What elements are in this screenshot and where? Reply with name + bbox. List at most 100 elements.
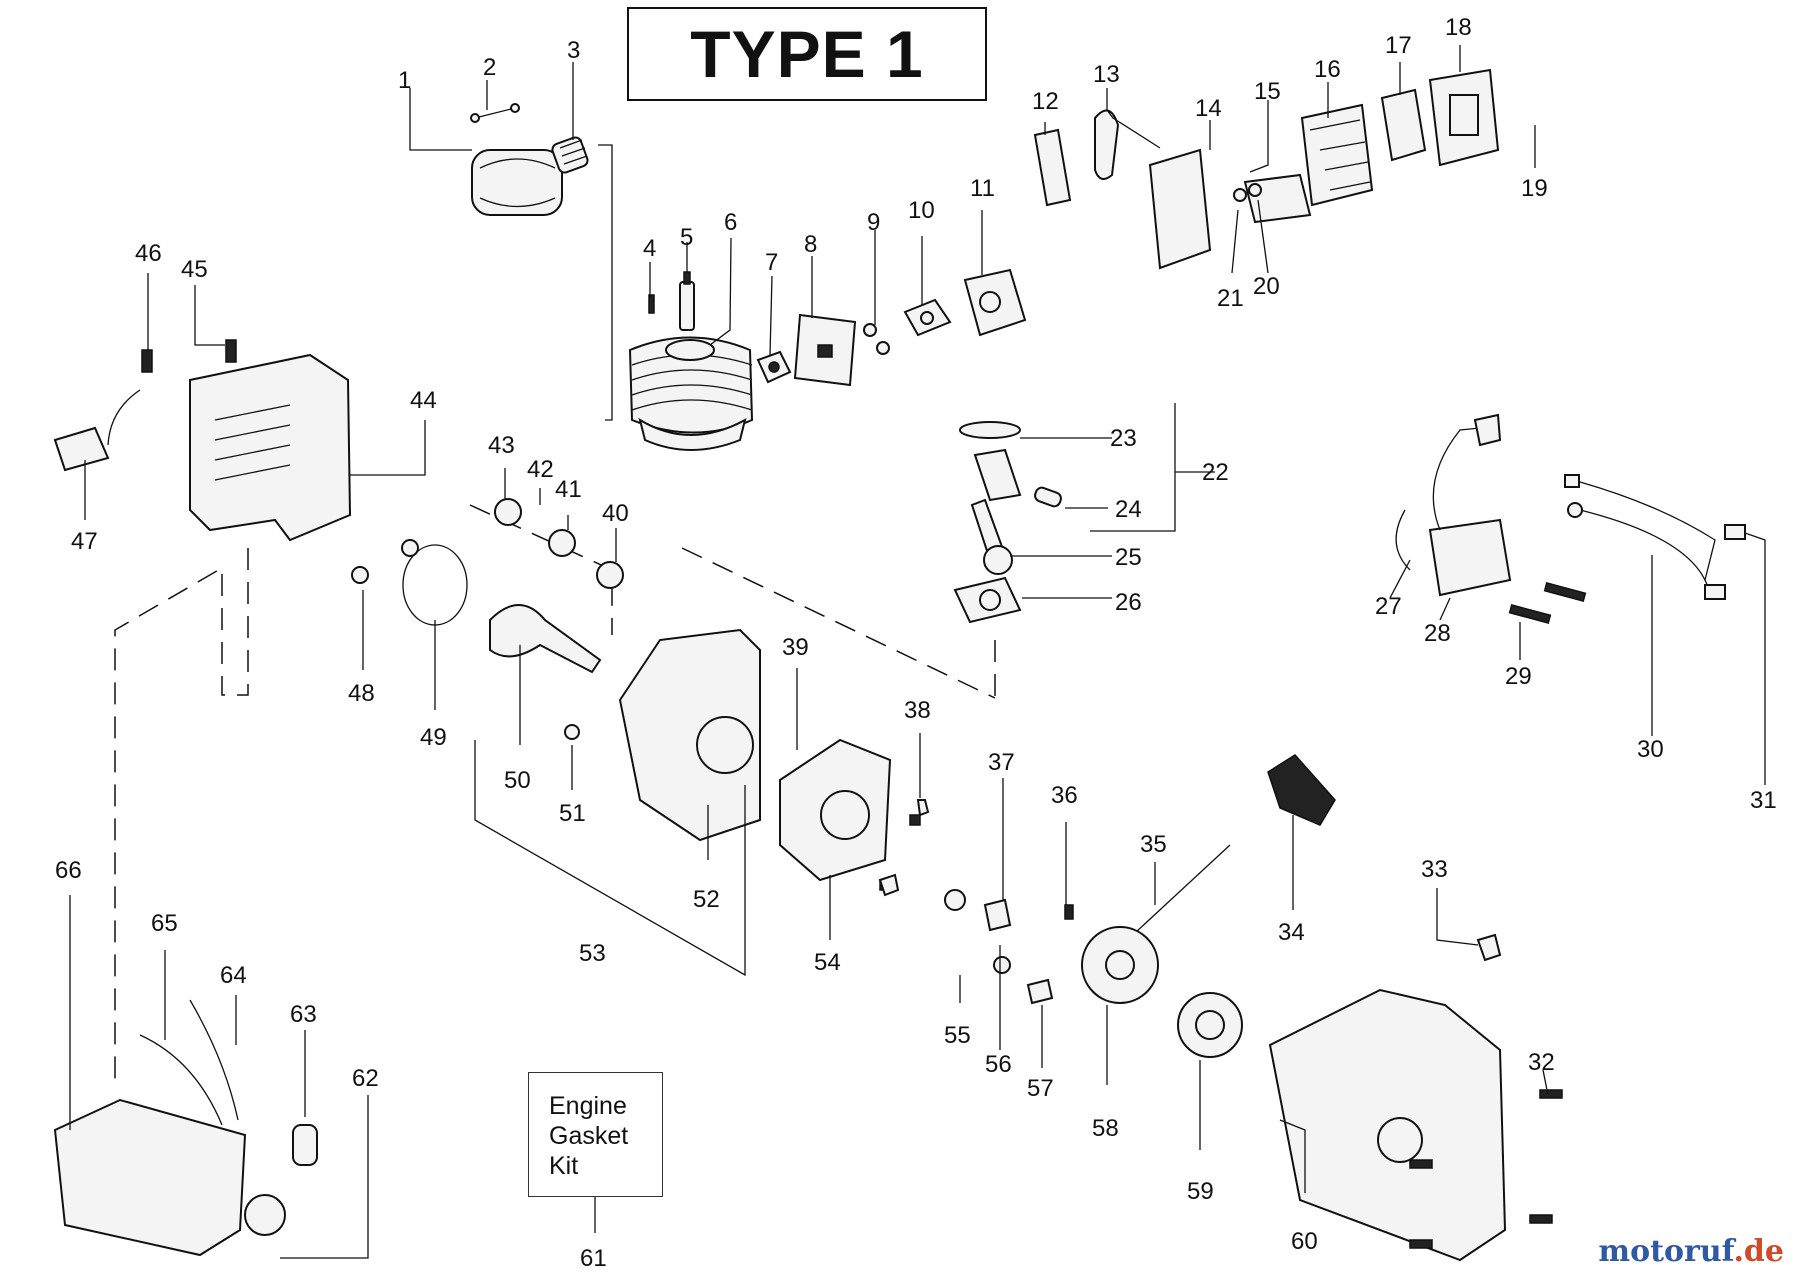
callout-54: 54 [814,949,841,976]
callout-24: 24 [1115,496,1142,523]
callout-22: 22 [1202,459,1229,486]
callout-19: 19 [1521,175,1548,202]
callout-5: 5 [680,224,693,251]
callout-25: 25 [1115,544,1142,571]
callout-53: 53 [579,940,606,967]
callout-10: 10 [908,197,935,224]
callout-17: 17 [1385,32,1412,59]
callout-23: 23 [1110,425,1137,452]
callout-6: 6 [724,209,737,236]
part-gasket-7 [756,350,792,384]
callout-50: 50 [504,767,531,794]
part-spark-screen [551,136,589,174]
callout-61: 61 [580,1245,607,1272]
watermark-suffix: .de [1733,1234,1784,1269]
kit-line-2: Gasket [549,1122,629,1150]
part-piston-assembly [953,421,1062,624]
callout-34: 34 [1278,919,1305,946]
part-wires [1564,474,1746,600]
callout-46: 46 [135,240,162,267]
callout-9: 9 [867,209,880,236]
part-crankcase [564,628,761,842]
part-spark-plug [679,271,695,331]
callout-42: 42 [527,456,554,483]
callout-4: 4 [643,235,656,262]
callout-48: 48 [348,680,375,707]
watermark-main: motoruf [1598,1234,1734,1269]
callout-31: 31 [1750,787,1777,814]
part-bearings [351,498,624,626]
part-screw-4 [648,294,655,314]
part-ignition-module [1395,413,1587,624]
part-gasket-10 [903,298,952,337]
callout-35: 35 [1140,831,1167,858]
callout-28: 28 [1424,620,1451,647]
callout-30: 30 [1637,736,1664,763]
callout-20: 20 [1253,273,1280,300]
callout-26: 26 [1115,589,1142,616]
callout-47: 47 [71,528,98,555]
callout-29: 29 [1505,663,1532,690]
callout-57: 57 [1027,1075,1054,1102]
callout-12: 12 [1032,88,1059,115]
part-muffler [471,149,563,216]
part-crankshaft [489,604,602,674]
part-carburetor [963,268,1027,337]
callout-52: 52 [693,886,720,913]
callout-49: 49 [420,724,447,751]
callout-64: 64 [220,962,247,989]
watermark-logo: motoruf.de [1598,1234,1784,1269]
leader-lines [69,45,1766,1259]
assembly-guides [114,144,996,1085]
callout-15: 15 [1254,78,1281,105]
engine-gasket-kit-box: Engine Gasket Kit [528,1072,663,1197]
callout-40: 40 [602,500,629,527]
callout-11: 11 [970,175,995,202]
callout-66: 66 [55,857,82,884]
part-spring-clip [470,103,520,123]
callout-18: 18 [1445,14,1472,41]
callout-41: 41 [555,476,582,503]
callout-55: 55 [944,1022,971,1049]
part-insulator [793,313,857,387]
callout-13: 13 [1093,61,1120,88]
callout-45: 45 [181,256,208,283]
part-fuel-tank [53,999,318,1257]
callout-16: 16 [1314,56,1341,83]
part-fan-cover [1268,933,1563,1262]
callout-36: 36 [1051,782,1078,809]
part-starter-group [878,754,1336,1058]
callout-14: 14 [1195,95,1222,122]
callout-58: 58 [1092,1115,1119,1142]
kit-line-3: Kit [549,1152,579,1180]
callout-27: 27 [1375,593,1402,620]
callout-33: 33 [1421,856,1448,883]
callout-3: 3 [567,37,580,64]
callout-37: 37 [988,749,1015,776]
part-air-filter-group [1033,68,1500,270]
callout-1: 1 [398,67,411,94]
diagram-title: TYPE 1 [690,17,924,91]
callout-65: 65 [151,910,178,937]
callout-62: 62 [352,1065,379,1092]
callout-2: 2 [483,54,496,81]
callout-39: 39 [782,634,809,661]
diagram-title-box: TYPE 1 [627,7,987,101]
callout-7: 7 [765,249,778,276]
callout-8: 8 [804,231,817,258]
part-engine-shroud [53,339,352,542]
callout-38: 38 [904,697,931,724]
part-washers-9 [863,323,890,355]
callout-44: 44 [410,387,437,414]
part-cylinder [628,336,754,451]
callout-32: 32 [1528,1049,1555,1076]
part-flywheel-housing [779,738,921,891]
callout-51: 51 [559,800,586,827]
callout-labels: 1 2 3 4 5 6 7 8 9 10 11 12 13 14 15 16 1… [55,14,1777,1272]
callout-43: 43 [488,432,515,459]
kit-line-1: Engine [549,1092,627,1120]
callout-59: 59 [1187,1178,1214,1205]
callout-56: 56 [985,1051,1012,1078]
callout-21: 21 [1217,285,1244,312]
